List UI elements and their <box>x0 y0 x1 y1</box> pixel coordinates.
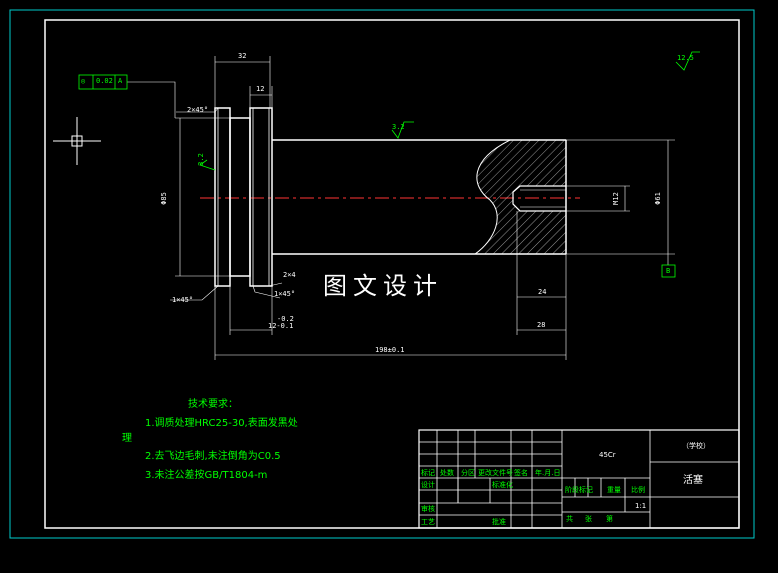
section-hatching <box>473 139 567 255</box>
tech-req-line1-cont: 理 <box>122 433 132 444</box>
tb-label-biaoji: 标记 <box>421 469 435 477</box>
piston-outline <box>214 107 567 287</box>
datum-b-label: B <box>666 267 671 275</box>
tb-label-di: 第 <box>606 515 613 523</box>
tb-label-sheji: 设计 <box>421 481 435 489</box>
tolerance-datum: A <box>118 77 123 85</box>
tolerance-frame <box>78 74 128 90</box>
dim-dia-left: Φ85 <box>159 192 168 205</box>
tb-part-name: 活塞 <box>683 475 703 486</box>
datum-b-box <box>661 264 676 278</box>
tb-label-fenqu: 分区 <box>461 469 475 477</box>
tb-label-qianming: 签名 <box>514 469 528 477</box>
tb-label-chushu: 处数 <box>440 469 454 477</box>
tb-label-gengai: 更改文件号 <box>478 469 513 477</box>
tolerance-symbol: ◎ <box>81 77 86 85</box>
dim-dia-right: Φ61 <box>653 192 662 205</box>
dim-tol-upper: -0.2 <box>277 315 294 323</box>
dim-12: 12 <box>256 85 265 93</box>
roughness-top-value: 3.2 <box>392 123 405 131</box>
dimension-lines <box>127 56 675 360</box>
tb-material: 45Cr <box>599 451 616 459</box>
tb-label-shenhe: 审核 <box>421 505 435 513</box>
tb-label-gongyi: 工艺 <box>421 518 435 526</box>
tolerance-value: 0.02 <box>96 77 113 85</box>
dim-32: 32 <box>238 52 247 60</box>
dim-24: 24 <box>538 288 547 296</box>
watermark-text: 图文设计 <box>323 272 443 300</box>
crosshair-cursor <box>53 117 101 165</box>
tb-company: （学校） <box>682 442 710 450</box>
dim-28: 28 <box>537 321 546 329</box>
tech-req-title: 技术要求： <box>188 399 238 410</box>
tb-label-zhang: 张 <box>585 515 592 523</box>
tb-label-biaozhunhua: 标准化 <box>492 481 513 489</box>
dim-length-total: 198±0.1 <box>375 346 405 354</box>
dim-chamfer-top: 2×45° <box>187 106 209 114</box>
tech-req-line2: 2.去飞边毛刺,未注倒角为C0.5 <box>145 451 281 462</box>
tech-req-line3: 3.未注公差按GB/T1804-m <box>145 470 268 481</box>
drawing-border <box>44 19 740 529</box>
dim-chamfer-bottom-left: 1×45° <box>172 296 194 304</box>
tb-label-jieduan: 阶段标记 <box>565 486 593 494</box>
roughness-corner-value: 12.5 <box>677 54 694 62</box>
tb-label-bili: 比例 <box>631 486 645 494</box>
outer-frame <box>9 9 755 539</box>
dim-thread: M12 <box>611 192 620 205</box>
tb-label-zhongliang: 重量 <box>607 486 621 494</box>
dim-12-tol: 12-0.1 <box>268 322 294 330</box>
roughness-symbols <box>199 51 700 171</box>
threaded-hole <box>512 185 566 212</box>
tb-scale: 1:1 <box>635 502 647 510</box>
dim-chamfer-right: 2×4 <box>283 271 296 279</box>
dim-chamfer-bottom-mid: 1×45° <box>274 290 296 298</box>
roughness-left-value: 3.2 <box>196 153 205 166</box>
tech-req-line1: 1.调质处理HRC25-30,表面发黑处 <box>145 418 298 429</box>
tb-label-nianyueri: 年.月.日 <box>535 469 561 477</box>
tb-label-pizhun: 批准 <box>492 518 506 526</box>
tb-label-gong: 共 <box>566 515 573 523</box>
title-block <box>418 429 740 529</box>
